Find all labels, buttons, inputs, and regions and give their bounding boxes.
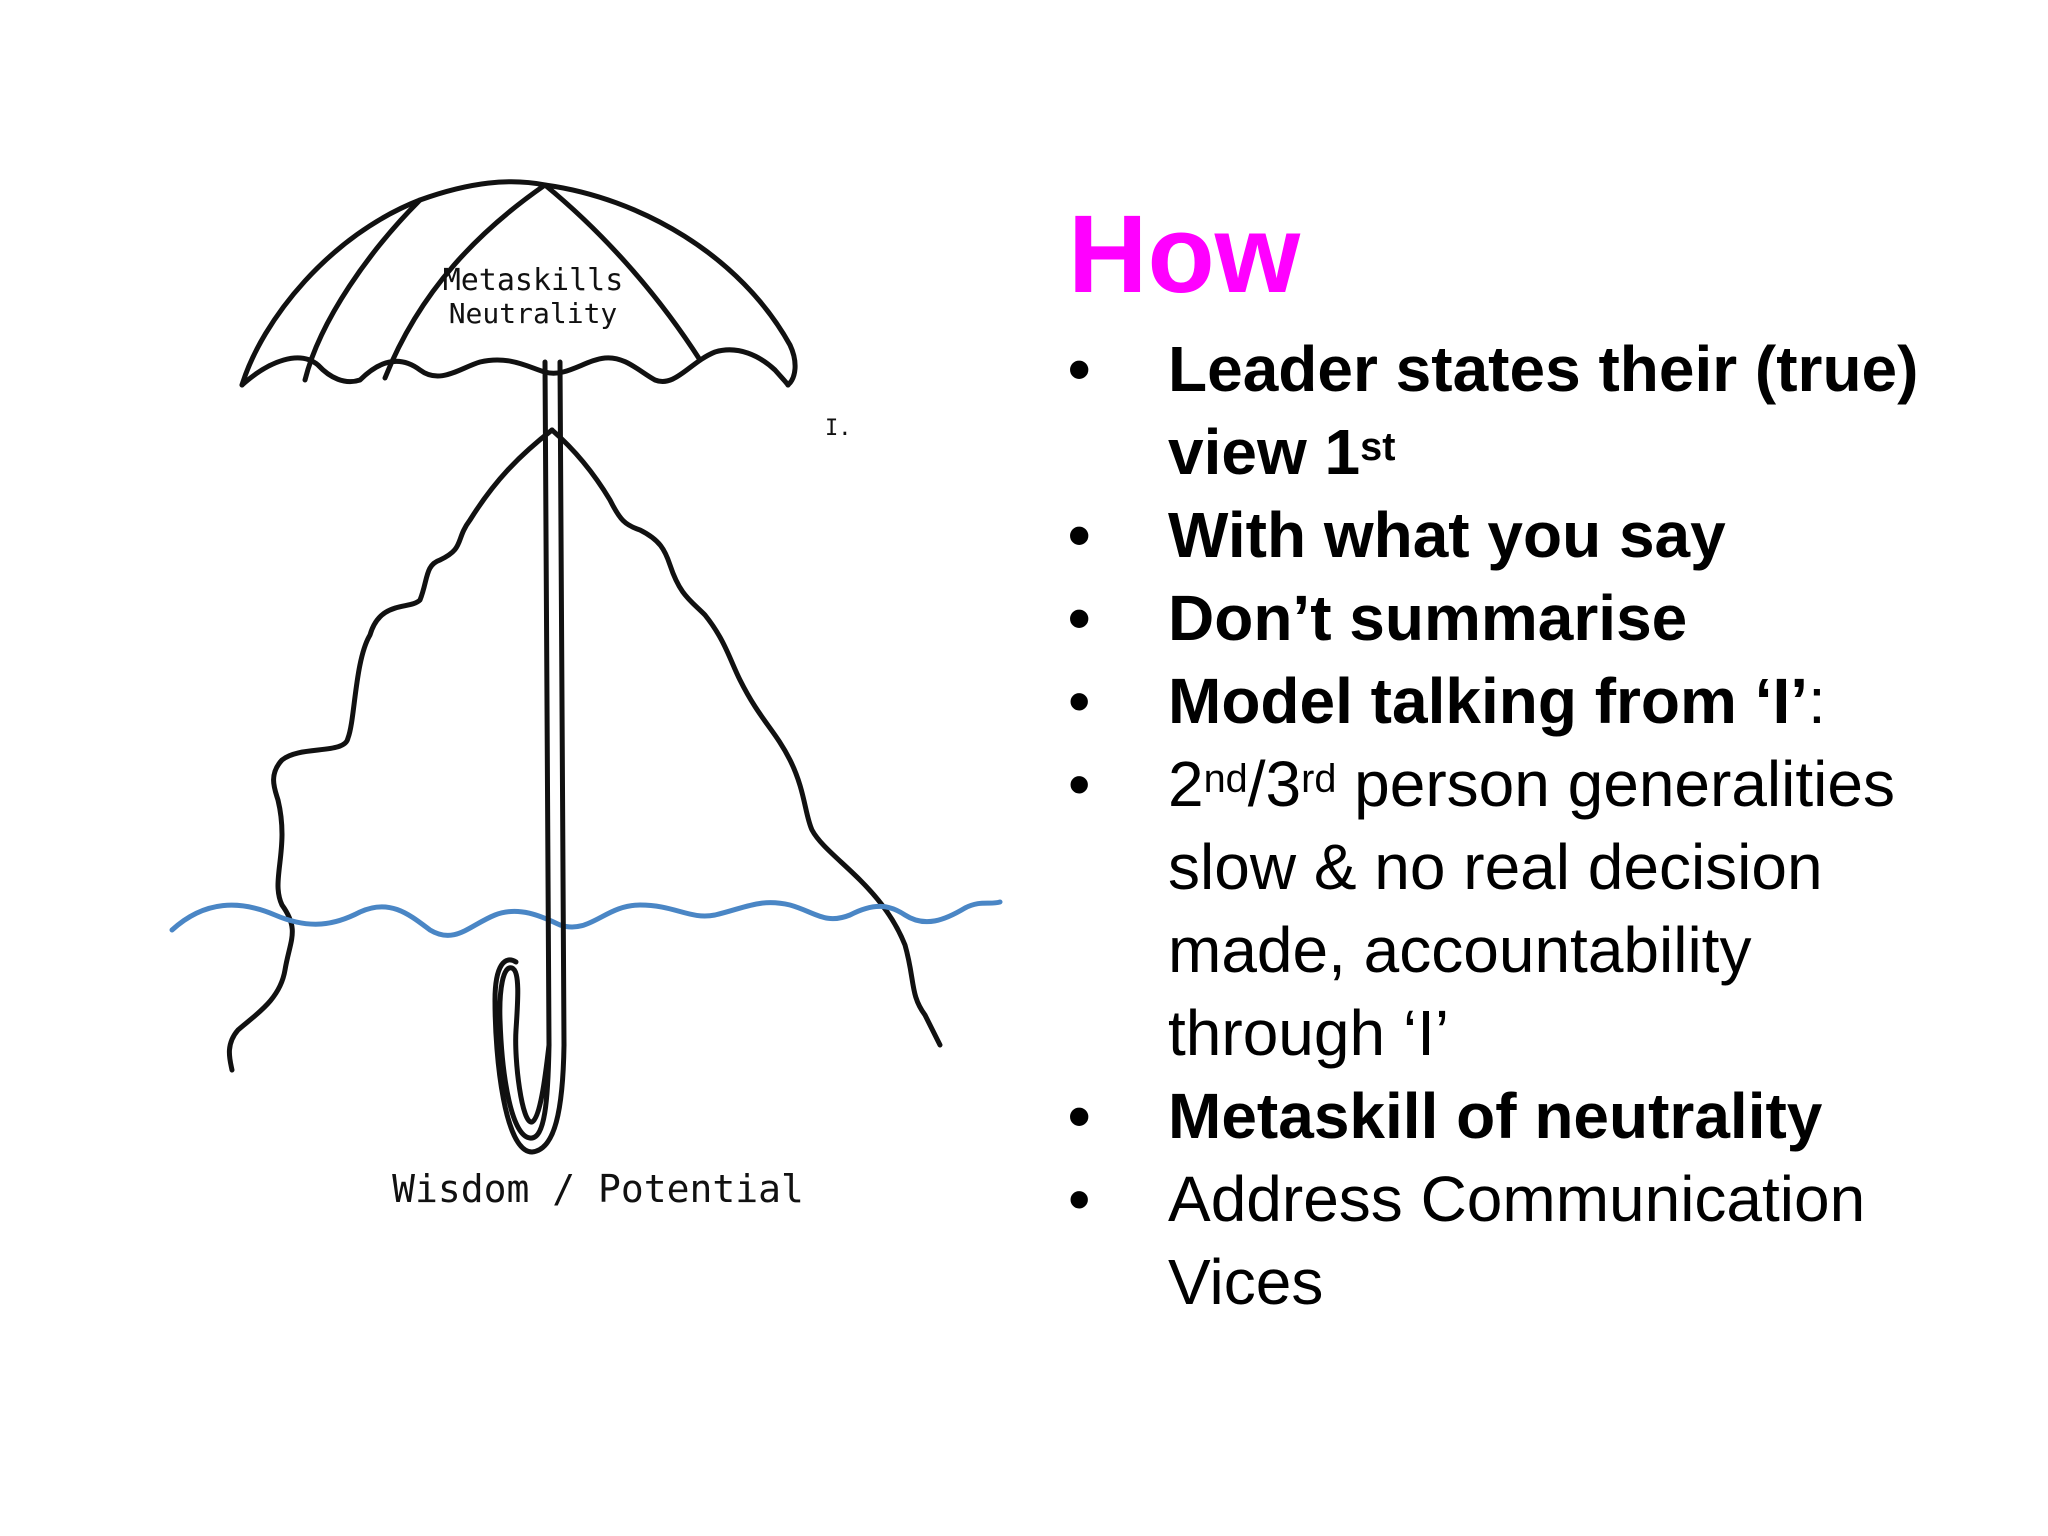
umbrella-shaft: [492, 359, 567, 1155]
iceberg-outline: [226, 427, 943, 1073]
ordinal-number-3: /3: [1247, 748, 1302, 820]
ordinal-suffix-nd: nd: [1203, 757, 1248, 802]
bottom-caption: Wisdom / Potential: [392, 1167, 804, 1211]
bullet-icon: •: [1068, 665, 1091, 737]
iceberg-left-edge: [226, 427, 555, 1073]
bullet-text-line1: Address Communication: [1168, 1163, 1866, 1235]
bullet-list: • Leader states their (true) view 1st • …: [1068, 328, 2028, 1324]
bullet-text-line2: view 1: [1168, 416, 1361, 488]
bullet-icon: •: [1068, 499, 1091, 571]
umbrella-label-line1: Metaskills: [443, 263, 624, 298]
bullet-item-generalities: • 2nd/3rd person generalities slow & no …: [1068, 743, 2028, 1075]
bullet-item-metaskill: • Metaskill of neutrality: [1068, 1075, 2028, 1158]
crook-handle: [492, 957, 567, 1155]
bullet-item-dont-summarise: • Don’t summarise: [1068, 577, 2028, 660]
canopy-rib-1: [382, 182, 548, 381]
bullet-icon: •: [1068, 333, 1091, 405]
umbrella-canopy: [239, 179, 798, 388]
waterline: [169, 899, 1003, 938]
umbrella-iceberg-illustration: Metaskills Neutrality I. Wisdom / Potent…: [169, 179, 1003, 1211]
iceberg-right-edge: [549, 427, 943, 1048]
text-panel: How • Leader states their (true) view 1s…: [1068, 200, 2028, 1324]
stray-mark: I.: [825, 416, 852, 441]
bullet-text-bold: Model talking from ‘I’: [1168, 665, 1809, 737]
canopy-rib-3: [302, 197, 423, 383]
bullet-icon: •: [1068, 1163, 1091, 1235]
bullet-text-line1-rest: person generalities: [1336, 748, 1895, 820]
bullet-item-model-talking: • Model talking from ‘I’:: [1068, 660, 2028, 743]
canopy-rib-2: [542, 182, 703, 363]
canopy-outline: [239, 179, 798, 388]
bullet-item-with-what-you-say: • With what you say: [1068, 494, 2028, 577]
bullet-text-line4: through ‘I’: [1168, 997, 1450, 1069]
shaft-right-line: [557, 359, 567, 1048]
umbrella-label-line2: Neutrality: [449, 297, 618, 330]
bullet-text: Don’t summarise: [1168, 582, 1688, 654]
bullet-text-line2: Vices: [1168, 1246, 1324, 1318]
bullet-icon: •: [1068, 1080, 1091, 1152]
ordinal-suffix-rd: rd: [1301, 757, 1337, 802]
canopy-scallops: [239, 347, 791, 388]
bullet-item-communication-vices: • Address Communication Vices: [1068, 1158, 2028, 1324]
bullet-text-colon: :: [1808, 665, 1826, 737]
bullet-text-line1: Leader states their (true): [1168, 333, 1919, 405]
bullet-item-leader-states: • Leader states their (true) view 1st: [1068, 328, 2028, 494]
ordinal-number-2: 2: [1168, 748, 1204, 820]
bullet-text-line2: slow & no real decision: [1168, 831, 1823, 903]
bullet-text: With what you say: [1168, 499, 1726, 571]
ordinal-suffix: st: [1360, 425, 1396, 470]
slide-title: How: [1068, 193, 1301, 316]
shaft-left-line: [542, 359, 552, 1048]
bullet-icon: •: [1068, 748, 1091, 820]
bullet-text-line3: made, accountability: [1168, 914, 1752, 986]
bullet-text: Metaskill of neutrality: [1168, 1080, 1823, 1152]
bullet-icon: •: [1068, 582, 1091, 654]
